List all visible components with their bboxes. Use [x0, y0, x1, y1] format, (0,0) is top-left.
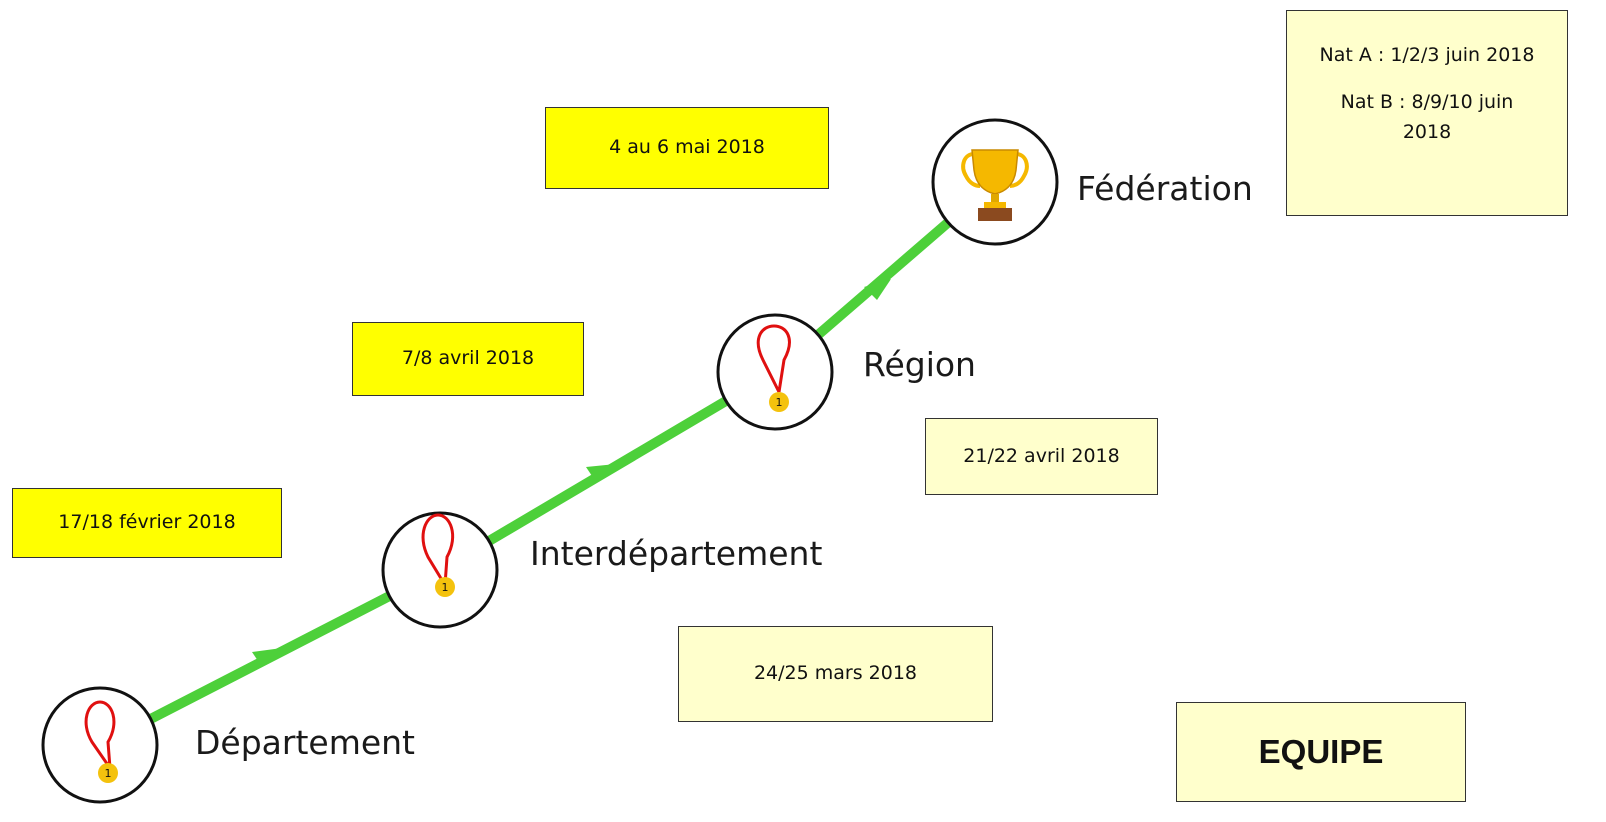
- date-box-region-b: 21/22 avril 2018: [925, 418, 1158, 495]
- nationals-dates-box: Nat A : 1/2/3 juin 2018 Nat B : 8/9/10 j…: [1286, 10, 1568, 216]
- node-interdepartement: 1: [381, 511, 499, 629]
- path-arrow-3: [864, 279, 891, 300]
- stage-label-departement: Département: [195, 723, 415, 762]
- date-box-interdepartement-b: 24/25 mars 2018: [678, 626, 993, 722]
- stage-label-interdepartement: Interdépartement: [530, 534, 823, 573]
- medal-number: 1: [776, 396, 783, 409]
- path-arrow-2: [586, 464, 616, 482]
- node-departement: 1: [41, 686, 159, 804]
- medal-number: 1: [442, 581, 449, 594]
- date-box-interdepartement-a: 7/8 avril 2018: [352, 322, 584, 396]
- date-box-region-a: 4 au 6 mai 2018: [545, 107, 829, 189]
- date-box-departement: 17/18 février 2018: [12, 488, 282, 558]
- stage-label-federation: Fédération: [1077, 169, 1253, 208]
- medal-icon: 1: [84, 700, 118, 783]
- medal-icon: 1: [421, 513, 455, 597]
- trophy-icon: [961, 149, 1029, 221]
- team-label: EQUIPE: [1258, 733, 1384, 770]
- nat-b-dates: Nat B : 8/9/10 juin 2018: [1340, 91, 1514, 143]
- path-arrow-1: [252, 648, 282, 667]
- node-federation: [931, 118, 1059, 246]
- medal-number: 1: [105, 767, 112, 780]
- node-region: 1: [716, 313, 834, 431]
- team-category-box: EQUIPE: [1176, 702, 1466, 802]
- nat-a-dates: Nat A : 1/2/3 juin 2018: [1319, 44, 1535, 66]
- stage-label-region: Région: [863, 345, 976, 384]
- medal-icon: 1: [756, 324, 791, 412]
